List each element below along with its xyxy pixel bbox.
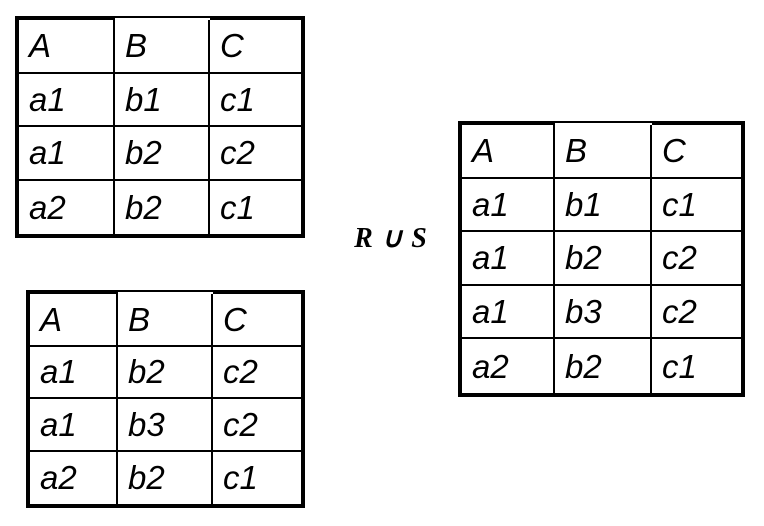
table-cell: a1 [462, 285, 555, 340]
relation-table-r: A B C a1 b1 c1 a1 b2 c2 a2 b2 c1 [15, 16, 305, 238]
table-cell: b2 [555, 339, 652, 393]
header-cell: A [30, 294, 118, 347]
union-table-grid: A B C a1 b1 c1 a1 b2 c2 a1 b3 c2 a2 b2 c… [462, 125, 741, 393]
table-cell: c1 [652, 179, 741, 233]
table-cell: c1 [223, 459, 258, 497]
table-cell: a1 [19, 73, 115, 127]
header-cell: C [652, 125, 741, 179]
header-cell: B [555, 125, 652, 179]
table-r-grid: A B C a1 b1 c1 a1 b2 c2 a2 b2 c1 [19, 20, 301, 234]
table-cell: b3 [118, 399, 213, 452]
table-cell: c1 [220, 188, 255, 226]
table-cell: c2 [652, 286, 741, 340]
table-cell: b2 [555, 232, 652, 286]
header-cell: B [115, 20, 210, 74]
header-cell: A [19, 20, 115, 74]
table-cell: a1 [462, 232, 555, 286]
table-cell: b1 [555, 178, 652, 233]
table-cell: c1 [662, 347, 697, 385]
table-cell: a1 [30, 346, 118, 399]
table-cell: b2 [115, 180, 210, 234]
table-top-border-gap [555, 121, 652, 125]
relation-table-s: A B C a1 b2 c2 a1 b3 c2 a2 b2 c1 [26, 290, 305, 508]
union-operation-label: R ∪ S [354, 223, 428, 254]
union-result-table: A B C a1 b1 c1 a1 b2 c2 a1 b3 c2 a2 b2 c… [458, 121, 745, 397]
header-cell: C [213, 294, 301, 347]
table-top-border-gap [115, 16, 210, 20]
table-cell: a2 [462, 339, 555, 393]
header-cell: C [210, 20, 301, 74]
table-cell: b2 [118, 346, 213, 399]
table-cell: b2 [118, 451, 213, 504]
table-cell: b3 [555, 285, 652, 340]
table-cell: a2 [30, 451, 118, 504]
table-cell: a1 [19, 127, 115, 181]
table-cell: c2 [213, 347, 301, 399]
header-cell: A [462, 125, 555, 179]
table-cell: c1 [210, 74, 301, 127]
table-cell: a1 [30, 399, 118, 452]
table-cell: a1 [462, 178, 555, 233]
table-cell: a2 [19, 180, 115, 234]
table-cell: c2 [210, 127, 301, 181]
table-cell: b1 [115, 73, 210, 127]
table-cell: b2 [115, 127, 210, 181]
header-cell: B [118, 294, 213, 347]
table-cell: c2 [652, 232, 741, 286]
table-s-grid: A B C a1 b2 c2 a1 b3 c2 a2 b2 c1 [30, 294, 301, 504]
table-cell: c2 [213, 399, 301, 452]
table-top-border-gap [118, 290, 213, 294]
